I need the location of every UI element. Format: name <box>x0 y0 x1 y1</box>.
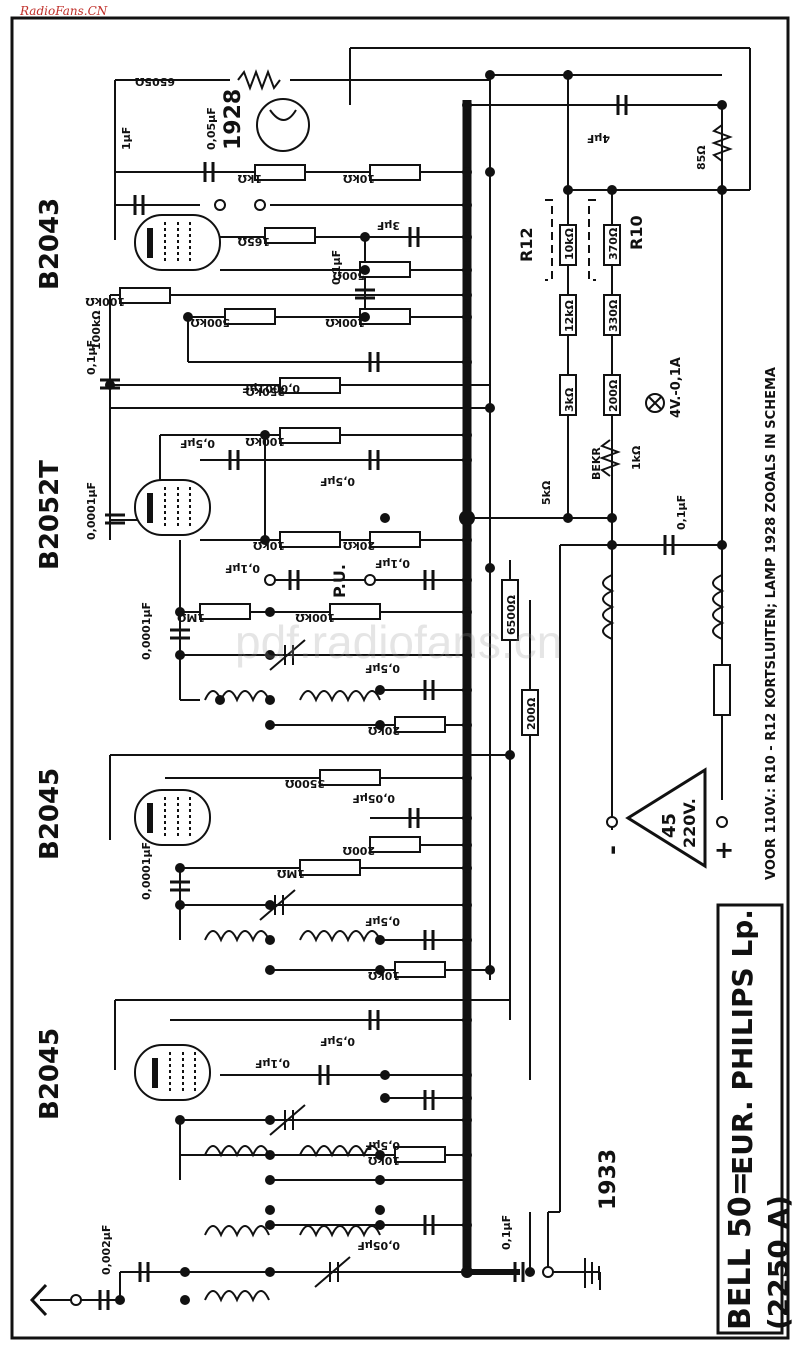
resistor-value-7: 100kΩ <box>325 316 365 329</box>
resistor-value-27: 200Ω <box>607 379 620 412</box>
tuning-capacitors <box>259 639 351 1288</box>
lamp-1928-bulb <box>256 98 310 152</box>
mains-plus: + <box>714 836 734 864</box>
resistor-value-13: 1MΩ <box>176 611 205 624</box>
capacitor-value-10: 0,1μF <box>225 562 260 575</box>
capacitor-value-4: 0,1μF <box>330 250 343 285</box>
capacitor-value-20: 0,05μF <box>357 1239 400 1252</box>
r10-label: R10 <box>627 215 646 250</box>
open-terminals <box>70 199 728 1306</box>
capacitor-value-8: 0,5μF <box>320 475 355 488</box>
title-box <box>716 903 784 1335</box>
capacitor-value-17: 0,5μF <box>320 1035 355 1048</box>
resistor-value-25: 330Ω <box>607 299 620 332</box>
resistor-bodies <box>119 164 621 1163</box>
ground-symbol <box>584 1258 600 1288</box>
resistor-value-16: 3500Ω <box>284 777 325 790</box>
resistor-value-3: 165Ω <box>237 235 270 248</box>
rf-coils <box>204 69 733 1303</box>
resistor-value-23: 370Ω <box>607 227 620 260</box>
mains-badge-1: 45 <box>659 813 680 838</box>
resistor-value-4: 500Ω <box>332 269 365 282</box>
mains-fuse <box>713 664 731 716</box>
resistor-values: 6505Ω 1kΩ 10kΩ 165Ω 500Ω 100kΩ 500kΩ 100kΩ 100kΩ… <box>85 75 708 1167</box>
pu-label: P.U. <box>330 564 349 598</box>
tube-label-1: B2043 <box>35 198 65 290</box>
tube-label-3: B2045 <box>35 768 65 860</box>
capacitor-value-11: 0,1μF <box>375 557 410 570</box>
capacitor-value-19: 0,5μF <box>365 1139 400 1152</box>
capacitor-values: 1μF 0,05μF 4μF 3μF 0,1μF 0,0001μF 0,1μF 0,5μF 0,… <box>85 107 688 1275</box>
capacitor-plates <box>98 95 675 1310</box>
resistor-value-21: 85Ω <box>695 145 708 170</box>
resistor-value-22: 10kΩ <box>563 227 576 260</box>
resistor-value-24: 12kΩ <box>563 299 576 332</box>
capacitor-value-14: 0,05μF <box>352 792 395 805</box>
capacitor-value-15: 0,0001μF <box>140 842 153 900</box>
mains-badge-2: 220V. <box>680 798 699 848</box>
resistor-value-29: 5kΩ <box>540 480 553 505</box>
watermark-center: pdf.radiofans.cn <box>235 616 563 668</box>
resistor-value-9: 250kΩ <box>245 385 285 398</box>
resistor-value-20: 10kΩ <box>367 1154 400 1167</box>
resistor-value-2: 10kΩ <box>342 172 375 185</box>
resistor-value-12: 20kΩ <box>342 539 375 552</box>
bekr-label: BEKR <box>590 447 603 480</box>
antenna-symbol <box>29 1283 48 1317</box>
page-frame <box>10 16 790 1340</box>
voltage-note: VOOR 110V.: R10 - R12 KORTSLUITEN; LAMP … <box>764 367 779 880</box>
resistor-value-1: 1kΩ <box>237 172 262 185</box>
capacitor-value-13: 0,5μF <box>365 662 400 675</box>
capacitor-value-5: 0,0001μF <box>242 382 300 395</box>
capacitor-value-2: 4μF <box>587 132 610 145</box>
resistor-value-28: 1kΩ <box>630 445 643 470</box>
pilot-label: 4V.-0,1A <box>669 357 684 418</box>
capacitor-value-18: 0,1μF <box>255 1057 290 1070</box>
resistor-value-10: 100kΩ <box>245 435 285 448</box>
capacitor-value-0: 1μF <box>120 127 133 150</box>
resistor-value-31: 200Ω <box>525 697 538 730</box>
capacitor-value-22: 0,1μF <box>500 1215 513 1250</box>
mains-voltage-triangle <box>625 767 707 869</box>
capacitor-value-12: 0,0001μF <box>140 602 153 660</box>
resistor-value-14: 100kΩ <box>295 611 335 624</box>
title-code-line: (2250 A) <box>762 1195 795 1330</box>
capacitor-value-1: 0,05μF <box>205 107 218 150</box>
r12-label: R12 <box>517 227 536 262</box>
resistor-value-8: 100kΩ <box>90 310 103 350</box>
resistor-value-26: 3kΩ <box>563 387 576 412</box>
resistor-value-30: 6500Ω <box>505 594 518 635</box>
resistor-value-5: 100kΩ <box>85 295 125 308</box>
resistor-value-6: 500kΩ <box>190 316 230 329</box>
resistor-value-17: 200Ω <box>342 844 375 857</box>
capacitor-value-21: 0,002μF <box>100 1225 113 1275</box>
capacitor-value-7: 0,5μF <box>180 437 215 450</box>
year-label: 1933 <box>596 1149 621 1210</box>
tube-label-2: B2052T <box>35 460 65 570</box>
tube-cathodes <box>147 228 158 1088</box>
capacitor-value-23: 0,1μF <box>675 495 688 530</box>
capacitor-value-3: 3μF <box>377 219 400 232</box>
resistor-value-15: 20kΩ <box>367 724 400 737</box>
resistor-value-0: 6505Ω <box>134 75 175 88</box>
title-model: BELL 50= <box>723 1171 758 1330</box>
watermark-top: RadioFans.CN <box>20 4 108 18</box>
resistor-value-11: 10kΩ <box>252 539 285 552</box>
capacitor-value-16: 0,5μF <box>365 915 400 928</box>
capacitor-value-9: 0,0001μF <box>85 482 98 540</box>
lamp-label: 1928 <box>221 89 246 150</box>
tube-grids <box>164 222 196 1094</box>
title-maker: EUR. PHILIPS Lp. <box>726 909 759 1175</box>
resistor-value-18: 1MΩ <box>276 867 305 880</box>
mains-minus: - <box>598 845 626 855</box>
resistor-value-19: 10kΩ <box>367 969 400 982</box>
capacitor-value-6: 0,1μF <box>85 340 98 375</box>
tube-label-4: B2045 <box>35 1028 65 1120</box>
short-brackets <box>545 199 596 281</box>
